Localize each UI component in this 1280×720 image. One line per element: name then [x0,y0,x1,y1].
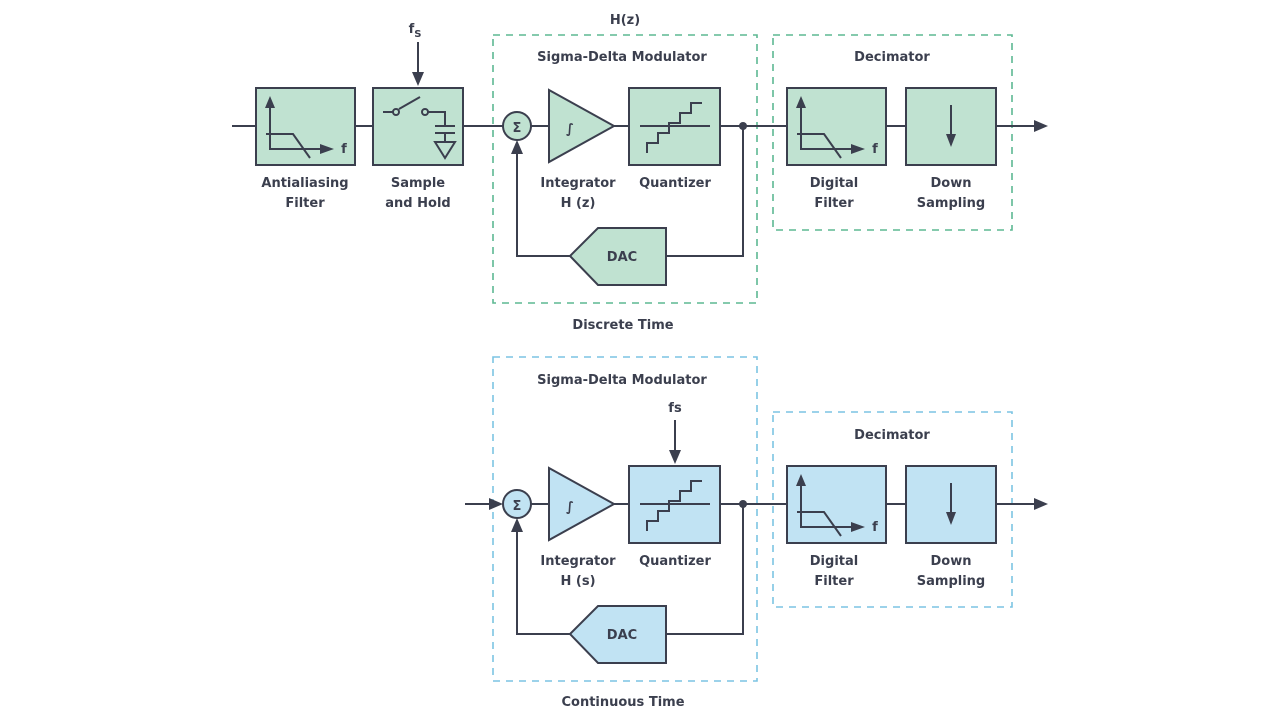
down-arrow-head-icon [946,512,956,525]
lowpass-icon: f [265,96,347,159]
svg-text:f: f [872,142,878,157]
hz-label: H(z) [610,13,640,28]
modulator-title: Sigma-Delta Modulator [537,373,707,388]
decimator-title: Decimator [854,50,930,65]
integral-icon: ∫ [566,122,574,137]
digital-filter-label-2: Filter [814,574,854,589]
down-sampling-label-2: Sampling [917,196,985,211]
continuous-time-diagram: Sigma-Delta Modulator Decimator Continuo… [465,356,1048,710]
dac-block [568,605,667,664]
dac-block [568,227,667,286]
sample-hold-label-1: Sample [391,176,445,191]
staircase-icon [640,480,710,531]
lowpass-icon: f [796,96,878,159]
decimator-boundary [772,411,1013,608]
feedback-path [516,126,744,257]
fs-arrow-icon [669,450,681,464]
quantizer-label: Quantizer [639,176,711,191]
output-arrow-icon [1034,120,1048,132]
svg-text:f: f [872,520,878,535]
modulator-title: Sigma-Delta Modulator [537,50,707,65]
caption: Discrete Time [572,318,673,333]
down-sampling-label-2: Sampling [917,574,985,589]
feedback-path [516,504,744,635]
input-arrow-icon [489,498,503,510]
down-sampling-label-1: Down [931,554,972,569]
dac-label: DAC [607,628,637,643]
digital-filter-label-1: Digital [810,176,858,191]
output-arrow-icon [1034,498,1048,510]
feedback-arrow-icon [511,140,523,154]
dac-label: DAC [607,250,637,265]
staircase-icon [640,102,710,153]
modulator-boundary [492,356,758,682]
integrator-block [548,88,617,164]
integrator-label-1: Integrator [540,554,616,569]
digital-filter-label-1: Digital [810,554,858,569]
integrator-label-1: Integrator [540,176,616,191]
integral-icon: ∫ [566,500,574,515]
integrator-label-2: H (s) [560,574,595,589]
quantizer-label: Quantizer [639,554,711,569]
sample-hold-label-2: and Hold [385,196,450,211]
integrator-label-2: H (z) [561,196,596,211]
sigma-icon: Σ [513,121,522,136]
discrete-time-diagram: H(z) Sigma-Delta Modulator Decimator Dis… [232,13,1048,333]
sigma-icon: Σ [513,499,522,514]
integrator-block [548,466,617,542]
decimator-title: Decimator [854,428,930,443]
lowpass-icon: f [796,474,878,537]
switch-capacitor-icon [383,96,457,160]
feedback-arrow-icon [511,518,523,532]
down-sampling-label-1: Down [931,176,972,191]
fs-arrow-icon [412,72,424,86]
modulator-boundary [492,34,758,304]
antialiasing-label-1: Antialiasing [261,176,348,191]
down-arrow-head-icon [946,134,956,147]
antialiasing-label-2: Filter [285,196,325,211]
decimator-boundary [772,34,1013,231]
digital-filter-label-2: Filter [814,196,854,211]
fs-label: fS [409,22,422,40]
fs-label: fs [668,401,682,416]
svg-text:f: f [341,142,347,157]
caption: Continuous Time [561,695,684,710]
